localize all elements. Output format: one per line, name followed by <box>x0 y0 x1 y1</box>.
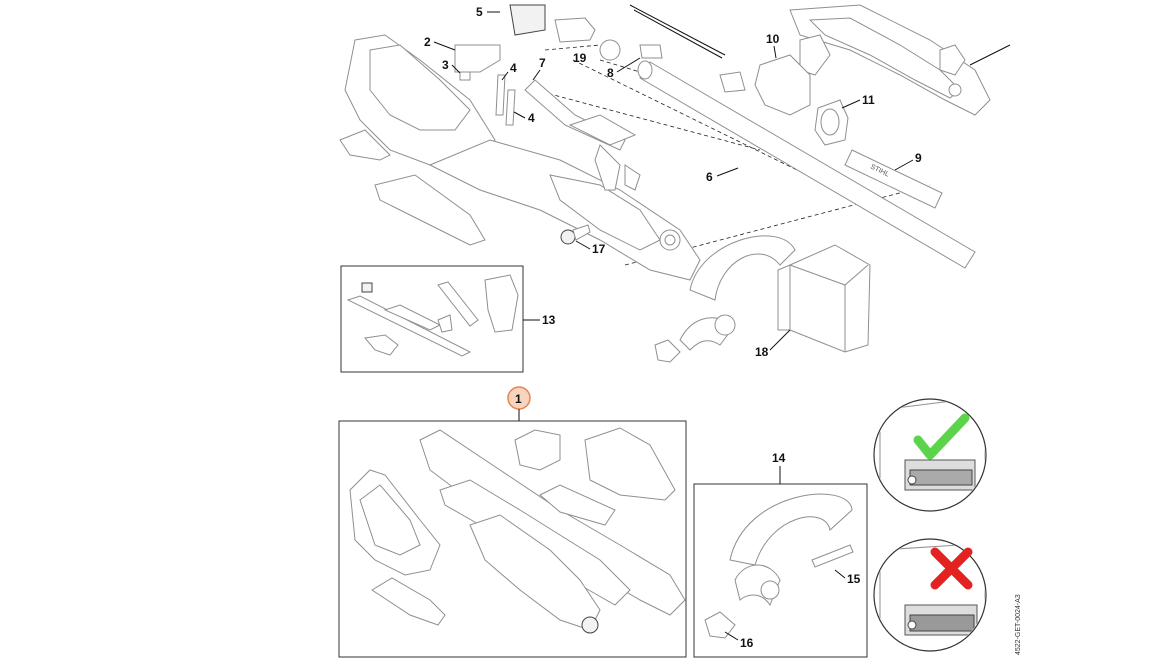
callout-1[interactable]: 1 <box>507 386 531 421</box>
detail-box-1 <box>338 420 687 658</box>
document-code: 4522-GET-0024-A3 <box>1015 594 1022 655</box>
detail-box-13 <box>340 265 524 373</box>
part-8-spacer <box>639 44 663 59</box>
callout-2[interactable]: 2 <box>424 35 456 51</box>
callout-5[interactable]: 5 <box>476 5 500 19</box>
correct-orientation-detail <box>873 398 987 512</box>
callout-10-label: 10 <box>766 32 780 46</box>
callout-3-label: 3 <box>442 58 449 72</box>
part-19-clip <box>544 17 621 61</box>
handle-frame-top-right <box>789 4 1011 116</box>
callout-13[interactable]: 13 <box>523 313 556 327</box>
callout-15[interactable]: 15 <box>834 569 861 586</box>
callout-8-label: 8 <box>607 66 614 80</box>
callout-4-bottom[interactable]: 4 <box>513 111 535 125</box>
detail-box-14 <box>693 483 868 658</box>
callout-16[interactable]: 16 <box>724 631 754 650</box>
checkmark-icon <box>913 413 970 460</box>
callout-5-label: 5 <box>476 5 483 19</box>
callout-6-label: 6 <box>706 170 713 184</box>
callout-18-label: 18 <box>755 345 769 359</box>
part-4-rods <box>495 74 516 126</box>
callout-19[interactable]: 19 <box>573 51 587 65</box>
callout-4-top[interactable]: 4 <box>501 61 517 81</box>
callout-6[interactable]: 6 <box>706 167 739 184</box>
callout-18[interactable]: 18 <box>755 329 791 359</box>
part-2-plate <box>454 44 501 81</box>
cable-line <box>629 4 726 59</box>
part-6-shaft <box>637 60 976 269</box>
part-18-guard <box>777 244 871 353</box>
callout-2-label: 2 <box>424 35 431 49</box>
callout-14-label: 14 <box>772 451 786 465</box>
callout-11-label: 11 <box>862 93 875 107</box>
incorrect-orientation-detail <box>873 538 987 652</box>
part-5-cover <box>509 4 546 36</box>
part-9-sleeve: STIHL <box>844 149 943 209</box>
part-10-switch-housing <box>719 54 811 116</box>
cross-icon <box>930 547 973 590</box>
callout-17[interactable]: 17 <box>575 240 606 256</box>
callout-14[interactable]: 14 <box>772 451 786 484</box>
part-11-ring <box>814 99 849 146</box>
part-7-lever <box>524 79 641 191</box>
callout-19-label: 19 <box>573 51 587 65</box>
callout-8[interactable]: 8 <box>607 57 641 80</box>
callout-3[interactable]: 3 <box>442 58 461 74</box>
callout-7-label: 7 <box>539 56 546 70</box>
callout-16-label: 16 <box>740 636 754 650</box>
callout-11[interactable]: 11 <box>841 93 875 109</box>
callout-17-label: 17 <box>592 242 606 256</box>
callout-15-label: 15 <box>847 572 861 586</box>
callout-4-bottom-label: 4 <box>528 111 535 125</box>
part-17-screw <box>560 224 591 245</box>
callout-4-top-label: 4 <box>510 61 517 75</box>
callout-10[interactable]: 10 <box>766 32 780 59</box>
callout-9[interactable]: 9 <box>894 151 922 171</box>
callout-7[interactable]: 7 <box>532 56 546 81</box>
callout-9-label: 9 <box>915 151 922 165</box>
callout-1-label: 1 <box>515 392 522 406</box>
loop-handle-top <box>654 235 796 363</box>
callout-13-label: 13 <box>542 313 556 327</box>
